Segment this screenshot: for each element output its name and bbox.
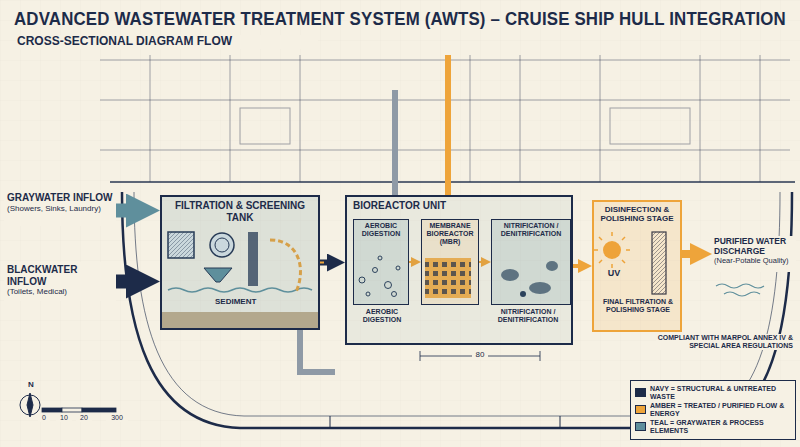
drawing-part	[600, 55, 601, 182]
dimension-line	[420, 351, 540, 361]
legend-text: AMBER = TREATED / PURIFIED FLOW & ENERGY	[650, 402, 791, 418]
node-subtext: (Near-Potable Quality)	[714, 257, 794, 266]
legend-text: TEAL = GRAYWATER & PROCESS ELEMENTS	[650, 419, 791, 435]
part-label: UV	[602, 268, 626, 278]
node-heading: BLACKWATER INFLOW	[7, 264, 113, 287]
node-heading: FILTRATION & SCREENING TANK	[168, 200, 312, 223]
legend-box: NAVY = STRUCTURAL & UNTREATED WASTEAMBER…	[630, 380, 796, 440]
node-heading: BIOREACTOR UNIT	[353, 200, 565, 212]
connector-line	[116, 275, 126, 289]
drawing-part	[540, 351, 541, 361]
subtitle: CROSS-SECTIONAL DIAGRAM FLOW	[16, 35, 318, 49]
drawing-part	[470, 55, 471, 182]
drawing-part	[330, 416, 331, 428]
node-heading: NITRIFICATION / DENITRIFICATION	[494, 222, 568, 238]
drawing-part	[420, 351, 421, 361]
legend-swatch	[635, 422, 646, 431]
drawing-part	[82, 408, 116, 412]
drawing-part	[724, 292, 760, 296]
legend-swatch	[635, 405, 646, 414]
flow-connector	[116, 281, 126, 282]
connector-line	[682, 250, 690, 258]
flow-label: PURIFIED WATER DISCHARGE(Near-Potable Qu…	[712, 236, 796, 272]
drawing-part	[760, 55, 761, 182]
node-subtext: (Toilets, Medical)	[7, 287, 113, 296]
legend-row: NAVY = STRUCTURAL & UNTREATED WASTE	[635, 385, 791, 401]
flow-connector	[116, 210, 126, 211]
flow-connector	[682, 254, 690, 255]
compass	[20, 393, 40, 417]
node-subtext: (Showers, Sinks, Laundry)	[7, 204, 113, 213]
legend-row: AMBER = TREATED / PURIFIED FLOW & ENERGY	[635, 402, 791, 418]
node-heading: GRAYWATER INFLOW	[7, 192, 113, 204]
drawing-part	[392, 90, 398, 195]
drawing-part	[520, 55, 521, 182]
drawing-part	[610, 108, 690, 144]
part-label: SEDIMENT	[214, 297, 276, 306]
flow-connector	[320, 262, 327, 263]
part-label: AEROBIC DIGESTION	[351, 308, 413, 324]
part-label: NITRIFICATION / DENITRIFICATION	[485, 308, 571, 324]
node-heading: MEMBRANE BIOREACTOR (MBR)	[424, 222, 476, 246]
drawing-part	[27, 393, 33, 417]
treated-flow-dash	[320, 262, 327, 264]
drawing-part	[716, 284, 764, 288]
drawing-part	[150, 55, 151, 182]
discharge-waves	[716, 284, 764, 296]
connector-line	[320, 260, 327, 266]
flow-label: BLACKWATER INFLOW(Toilets, Medical)	[4, 262, 116, 301]
drawing-part	[62, 408, 82, 412]
node-heading: PURIFIED WATER DISCHARGE	[714, 237, 794, 257]
part-label: COMPLIANT WITH MARPOL ANNEX IV & SPECIAL…	[656, 334, 794, 350]
drawing-part	[300, 55, 301, 182]
part-label: 80	[472, 350, 488, 359]
drawing-part	[42, 408, 62, 412]
legend-swatch	[635, 388, 646, 397]
drawing-part	[700, 55, 701, 182]
diagram-title: ADVANCED WASTEWATER TREATMENT SYSTEM (AW…	[14, 8, 786, 30]
node-heading: AEROBIC DIGESTION	[356, 222, 406, 238]
map-mark: 10	[56, 414, 72, 422]
connector-line	[116, 204, 126, 218]
connector-line	[573, 264, 578, 268]
drawing-part	[110, 181, 795, 183]
process-box: MEMBRANE BIOREACTOR (MBR)	[421, 219, 479, 305]
drawing-part	[240, 108, 290, 144]
legend-text: NAVY = STRUCTURAL & UNTREATED WASTE	[650, 385, 791, 401]
drawing-part	[300, 330, 335, 372]
drawing-part	[445, 55, 451, 195]
map-mark: N	[25, 380, 37, 389]
part-label: FINAL FILTRATION & POLISHING STAGE	[596, 298, 680, 314]
node-heading: DISINFECTION & POLISHING STAGE	[597, 205, 677, 223]
process-box: NITRIFICATION / DENITRIFICATION	[491, 219, 571, 305]
process-box: AEROBIC DIGESTION	[353, 219, 409, 305]
map-mark: 0	[38, 414, 50, 422]
flow-connector	[573, 266, 578, 267]
scale-bar	[42, 408, 116, 412]
flow-label: GRAYWATER INFLOW(Showers, Sinks, Laundry…	[4, 190, 116, 226]
drawing-part	[560, 416, 561, 428]
process-box: FILTRATION & SCREENING TANK	[160, 195, 320, 330]
drawing-part	[230, 55, 231, 182]
map-mark: 20	[76, 414, 92, 422]
map-mark: 300	[106, 414, 128, 422]
legend-row: TEAL = GRAYWATER & PROCESS ELEMENTS	[635, 419, 791, 435]
